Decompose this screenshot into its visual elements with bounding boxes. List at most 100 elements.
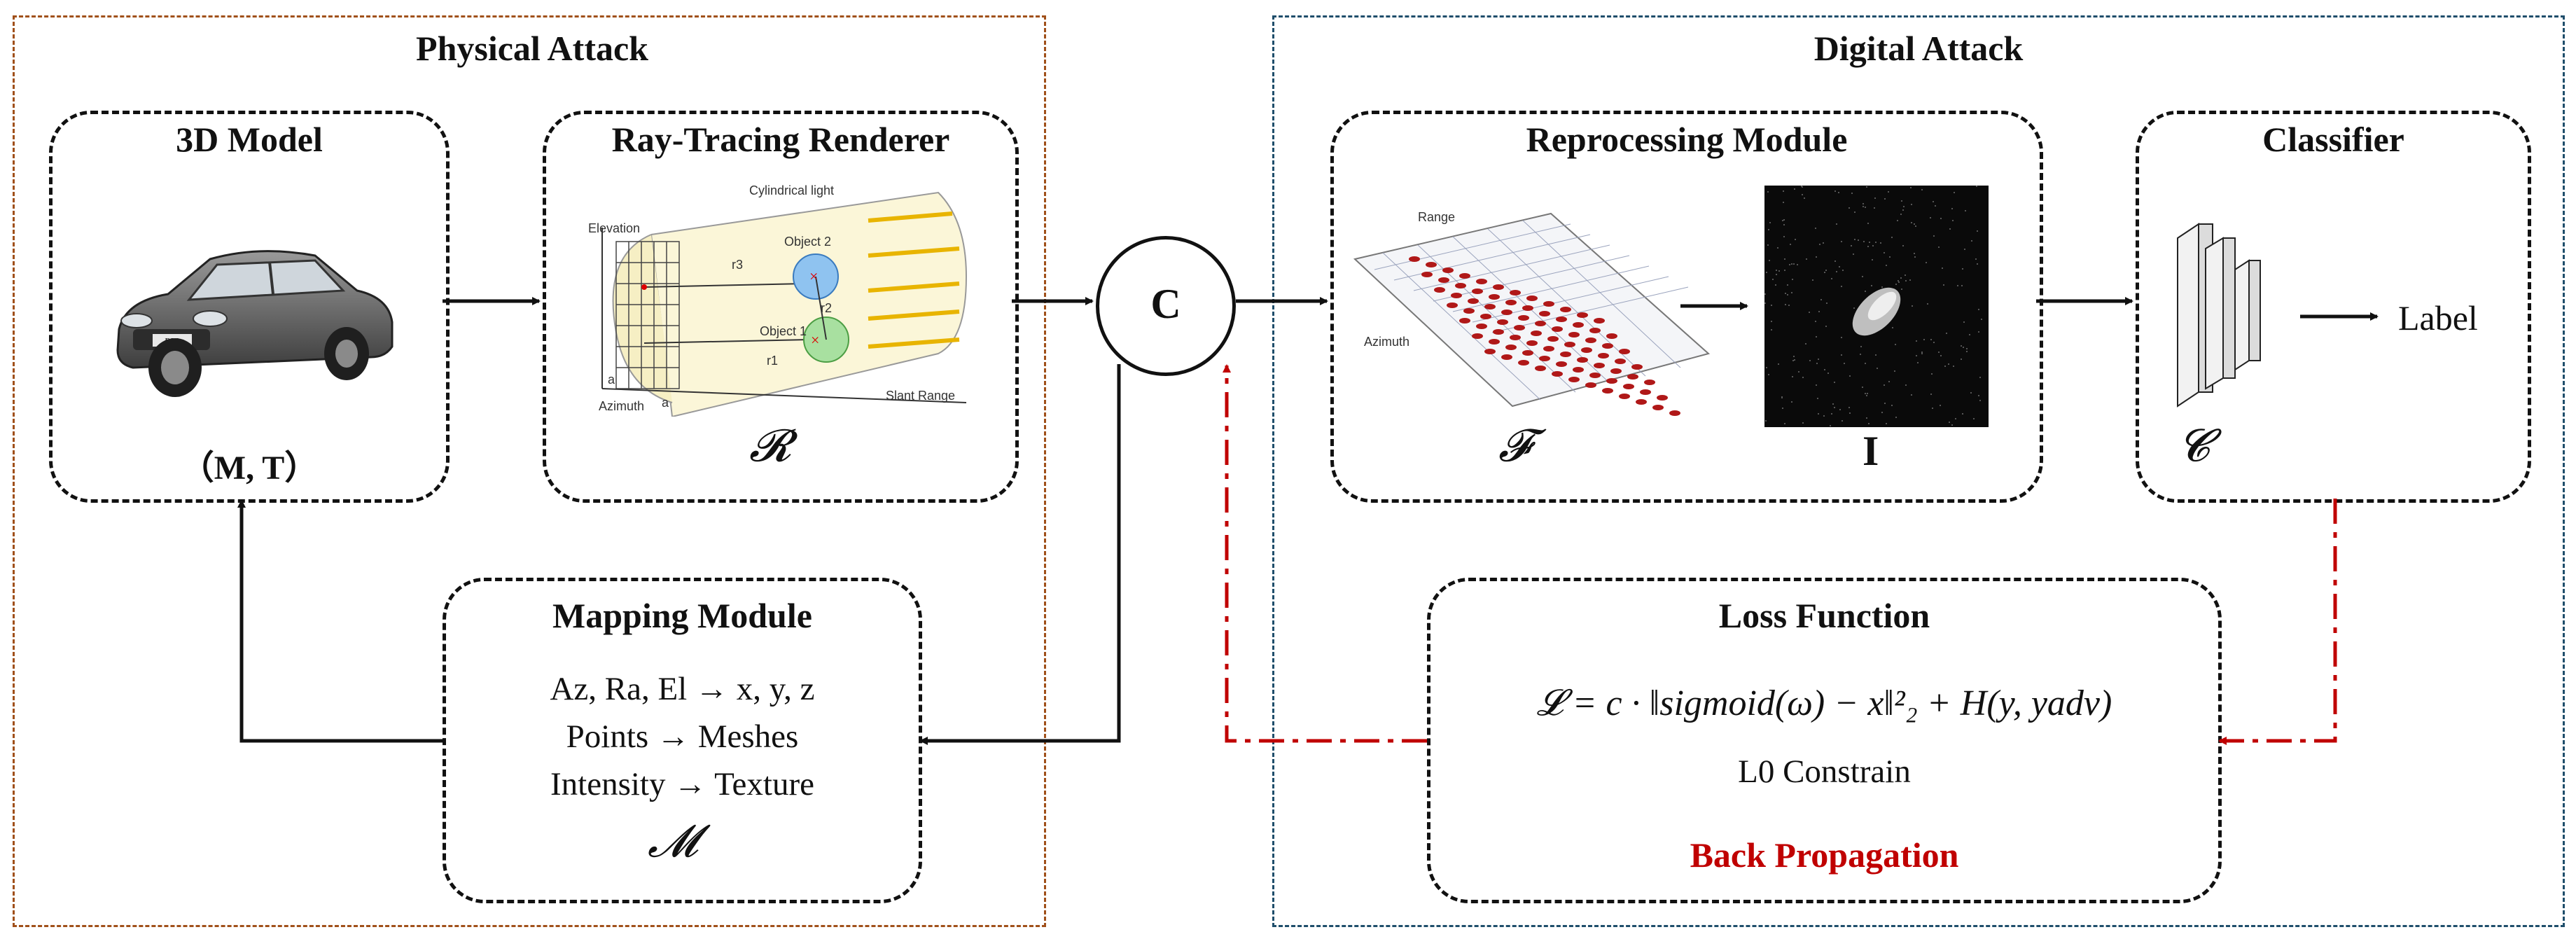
backprop-classifier-to-loss [2218,499,2337,745]
speckle-pixel [1895,344,1896,345]
speckle-pixel [1834,260,1836,262]
speckle-pixel [1914,253,1915,254]
speckle-pixel [1875,242,1877,243]
digital-attack-frame [1272,15,2565,927]
speckle-pixel [1824,369,1825,370]
speckle-pixel [1802,377,1804,378]
scatterer-dot [1472,288,1483,294]
a2-label: a [662,396,669,410]
speckle-pixel [1836,223,1837,225]
speckle-pixel [1783,219,1785,221]
speckle-pixel [1961,285,1963,286]
speckle-pixel [1979,400,1981,401]
speckle-pixel [1892,327,1893,328]
speckle-pixel [1973,418,1975,419]
grid-azimuth-label: Azimuth [1364,335,1410,349]
speckle-pixel [1871,285,1872,286]
speckle-pixel [1778,363,1779,365]
speckle-pixel [1816,384,1817,386]
speckle-pixel [1798,371,1799,373]
3d-model-box [49,111,450,503]
speckle-pixel [1971,240,1972,242]
speckle-pixel [1951,424,1953,426]
speckle-pixel [1784,258,1785,260]
speckle-pixel [1921,189,1923,190]
scatterer-dot [1451,293,1462,298]
speckle-pixel [1862,276,1863,277]
scatterer-dot [1568,332,1580,338]
speckle-pixel [1824,272,1825,273]
grid-range-label: Range [1418,210,1456,224]
speckle-pixel [1764,293,1766,295]
scatterer-dot [1455,283,1466,288]
object1-label: Object 1 [760,324,807,338]
back-propagation-label: Back Propagation [1690,835,1959,875]
speckle-pixel [1865,291,1866,292]
speckle-pixel [1978,331,1979,333]
speckle-pixel [1961,359,1962,360]
scatterer-dot [1522,305,1533,311]
speckle-pixel [1841,241,1842,242]
speckle-pixel [1902,209,1904,211]
scatterer-dot [1568,377,1580,382]
speckle-pixel [1842,420,1843,422]
scatterer-dot [1619,394,1630,399]
speckle-pixel [1977,230,1978,232]
speckle-pixel [1889,256,1891,258]
scatterer-dot [1606,378,1617,384]
r1-label: r1 [767,354,779,368]
speckle-pixel [1863,206,1864,207]
speckle-pixel [1940,355,1942,356]
speckle-pixel [1949,228,1951,230]
speckle-pixel [1778,270,1780,272]
speckle-pixel [1932,408,1933,409]
speckle-pixel [1938,246,1940,248]
speckle-pixel [1777,247,1778,249]
speckle-pixel [1776,270,1777,271]
loss-constraint: L0 Constrain [1738,753,1911,790]
speckle-pixel [1957,285,1958,286]
scatterer-dot [1476,324,1487,329]
mapping-symbol: 𝓜 [648,816,698,868]
reprocessing-module-title: Reprocessing Module [1526,120,1848,159]
speckle-pixel [1933,201,1934,202]
scatterer-dot [1552,326,1563,332]
scatterer-dot [1610,368,1622,374]
scatterer-dot [1463,308,1475,314]
speckle-pixel [1894,370,1895,372]
scatterer-dot [1623,384,1634,389]
speckle-pixel [1849,412,1851,414]
scatterer-dot [1543,346,1554,352]
speckle-pixel [1841,286,1842,287]
speckle-pixel [1839,266,1840,267]
ray-tracing-scene: × × [601,191,968,417]
speckle-pixel [1854,239,1856,240]
speckle-pixel [1809,360,1811,361]
speckle-pixel [1804,197,1805,199]
speckle-pixel [1832,403,1834,405]
svg-text:×: × [811,331,819,349]
loss-formula: 𝓛 = c · ‖sigmoid(ω) − x‖²₂ + H(y, yadv) [1536,683,2112,723]
speckle-pixel [1767,191,1769,193]
speckle-pixel [1820,299,1822,300]
scatterer-dot [1564,342,1575,347]
speckle-pixel [1898,280,1899,281]
speckle-pixel [1865,207,1866,208]
speckle-pixel [1888,381,1890,382]
scatterer-dot [1539,311,1550,317]
speckle-pixel [1940,218,1942,219]
speckle-pixel [1839,409,1841,410]
speckle-pixel [1953,366,1954,367]
a1-label: a [608,373,615,387]
speckle-pixel [1914,223,1915,225]
speckle-pixel [1962,268,1963,270]
speckle-pixel [1823,415,1825,417]
combiner-node [1096,236,1236,376]
speckle-pixel [1812,279,1813,281]
speckle-pixel [1867,393,1868,394]
speckle-pixel [1769,222,1771,223]
speckle-pixel [1969,334,1970,335]
scatterer-dot [1535,366,1546,371]
scatterer-dot [1539,356,1550,361]
speckle-pixel [1912,305,1913,307]
